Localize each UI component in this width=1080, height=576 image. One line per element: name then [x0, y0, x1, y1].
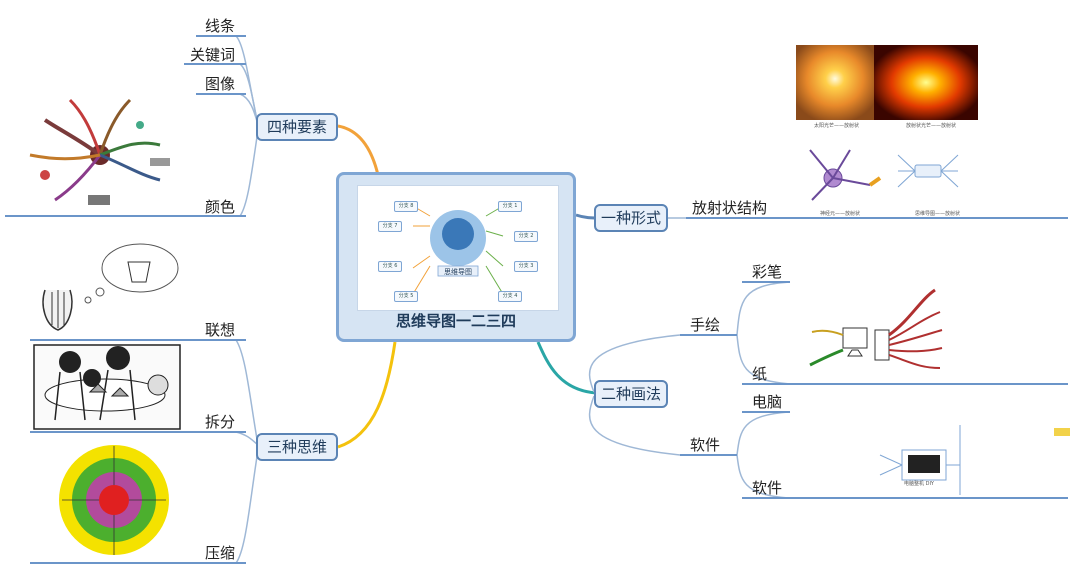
central-title: 思维导图一二三四 — [395, 312, 516, 330]
leaf-association[interactable]: 联想 — [205, 321, 236, 339]
central-topic[interactable]: 思维导图 分支 8 分支 7 分支 6 分支 5 分支 1 分支 2 分支 3 … — [336, 172, 576, 342]
connector-three-split — [235, 431, 259, 446]
sub-branch-software[interactable]: 软件 — [690, 436, 721, 454]
mini-branch-3: 分支 3 — [514, 261, 538, 272]
connector-hand-pen — [736, 281, 791, 336]
leaf-computer[interactable]: 电脑 — [752, 393, 783, 411]
mini-branch-1: 分支 1 — [498, 201, 522, 212]
central-mini-connectors — [412, 205, 504, 295]
branch-one-form[interactable]: 一种形式 — [594, 204, 668, 232]
target-rings-image — [59, 445, 169, 558]
pc-center-label: 电脑整机 DIY — [904, 481, 934, 487]
connector-center-four-elements — [337, 124, 380, 176]
mini-branch-4: 分支 4 — [498, 291, 522, 302]
lyre-thought-image — [42, 243, 179, 331]
mini-branch-7: 分支 7 — [378, 221, 402, 232]
connector-two-software — [588, 395, 681, 456]
leaf-radial-structure[interactable]: 放射状结构 — [692, 199, 768, 217]
sun-caption-left: 太阳光芒——放射状 — [814, 123, 860, 129]
mini-branch-8: 分支 8 — [394, 201, 418, 212]
sub-branch-hand[interactable]: 手绘 — [690, 316, 721, 334]
connector-soft-pc — [736, 411, 791, 456]
leaf-keyword[interactable]: 关键词 — [190, 46, 236, 64]
handdrawn-mindmap-image — [29, 98, 170, 205]
branch-three-thinking[interactable]: 三种思维 — [256, 433, 338, 461]
leaf-software[interactable]: 软件 — [752, 479, 783, 497]
computer-sketch-image — [809, 288, 943, 369]
sun-caption-right: 放射状光芒——放射状 — [906, 123, 957, 129]
branch-two-methods[interactable]: 二种画法 — [594, 380, 668, 408]
connector-hand-paper — [736, 334, 791, 385]
connector-three-compress — [235, 449, 259, 564]
central-mini-mindmap: 思维导图 分支 8 分支 7 分支 6 分支 5 分支 1 分支 2 分支 3 … — [357, 185, 559, 311]
connector-three-assoc — [235, 339, 259, 446]
leaf-compress[interactable]: 压缩 — [205, 544, 236, 562]
leaf-paper[interactable]: 纸 — [752, 365, 768, 383]
connector-center-two-methods — [536, 341, 597, 395]
mini-mindmap-image — [897, 154, 959, 188]
leaf-line[interactable]: 线条 — [205, 17, 236, 35]
mini-branch-5: 分支 5 — [394, 291, 418, 302]
mindmap-caption: 思维导图——放射状 — [915, 211, 961, 217]
connector-four-color — [239, 129, 259, 217]
neuron-caption: 神经元——放射状 — [820, 211, 861, 217]
connector-two-hand — [588, 334, 681, 393]
neuron-image — [809, 149, 882, 201]
leaf-split[interactable]: 拆分 — [205, 413, 236, 431]
pc-spec-mindmap-image — [879, 425, 1070, 495]
leaf-image[interactable]: 图像 — [205, 75, 236, 93]
leaf-color-pen[interactable]: 彩笔 — [752, 263, 783, 281]
branch-four-elements[interactable]: 四种要素 — [256, 113, 338, 141]
connector-soft-soft — [736, 454, 791, 499]
mini-branch-6: 分支 6 — [378, 261, 402, 272]
connector-center-three-thinking — [337, 341, 397, 449]
central-inner-title: 思维导图 — [444, 268, 472, 276]
family-dinner-image — [33, 344, 181, 430]
mini-branch-2: 分支 2 — [514, 231, 538, 242]
leaf-color[interactable]: 颜色 — [205, 198, 236, 216]
sun-photo-image — [796, 45, 978, 120]
